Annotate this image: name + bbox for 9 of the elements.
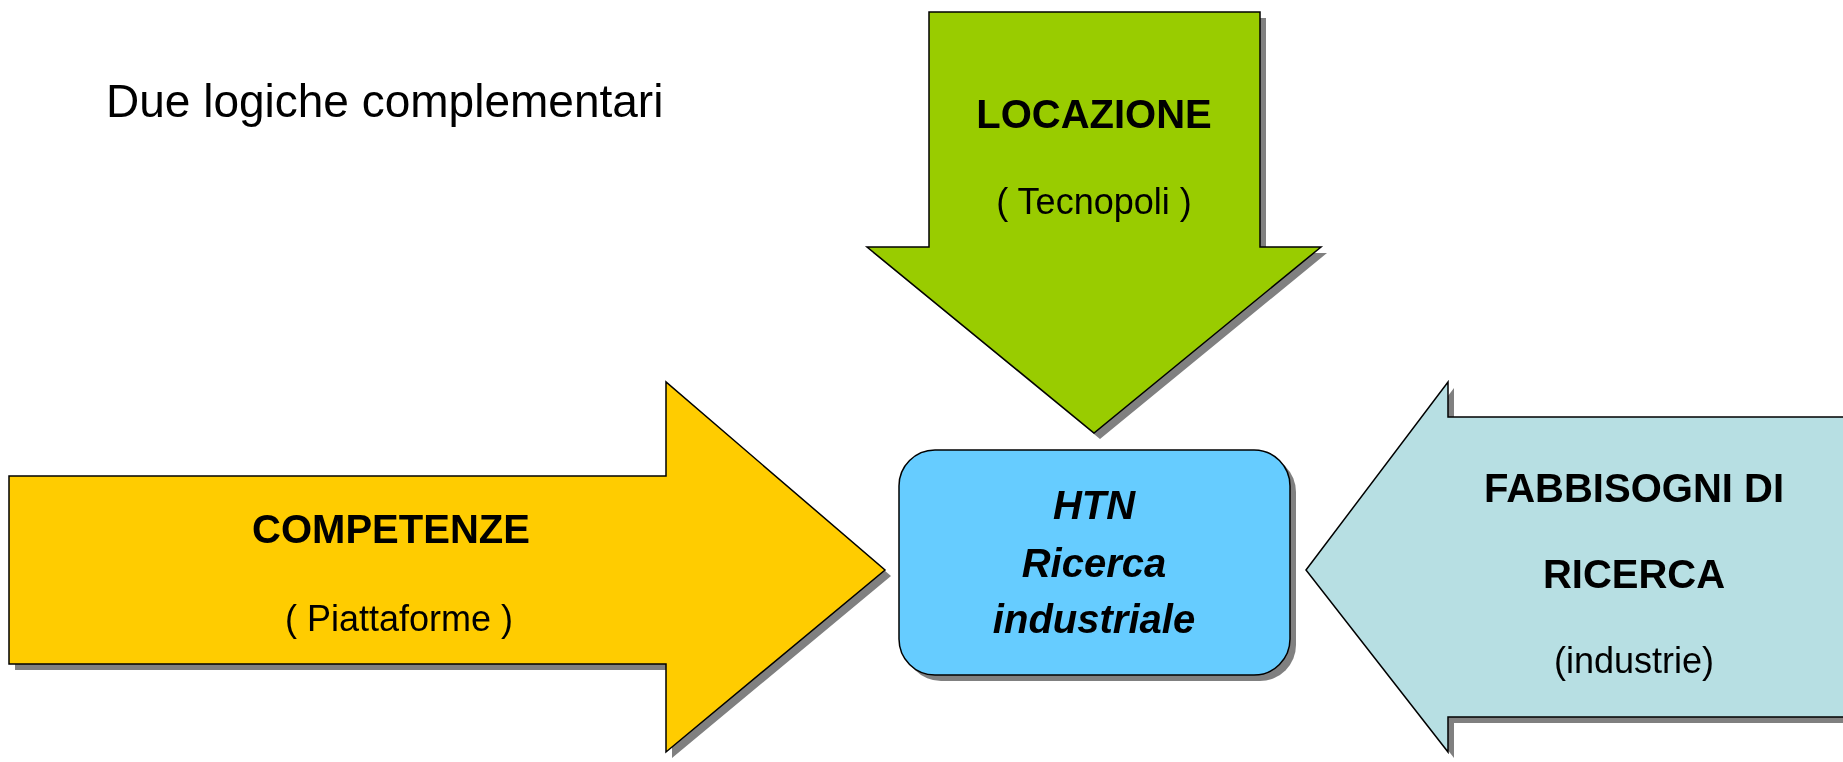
- title: Due logiche complementari: [106, 74, 664, 128]
- shape-sublabel: ( Piattaforme ): [283, 597, 515, 641]
- shape-sublabel: (industrie): [1552, 639, 1716, 683]
- shape-label: COMPETENZE: [251, 506, 531, 553]
- shape-label: FABBISOGNI DI RICERCA: [1483, 465, 1785, 598]
- shape-sublabel: Ricerca industriale: [991, 540, 1197, 643]
- shape-label: LOCAZIONE: [975, 91, 1213, 138]
- shape-sublabel: ( Tecnopoli ): [995, 180, 1193, 224]
- shape-label: HTN: [1051, 482, 1137, 529]
